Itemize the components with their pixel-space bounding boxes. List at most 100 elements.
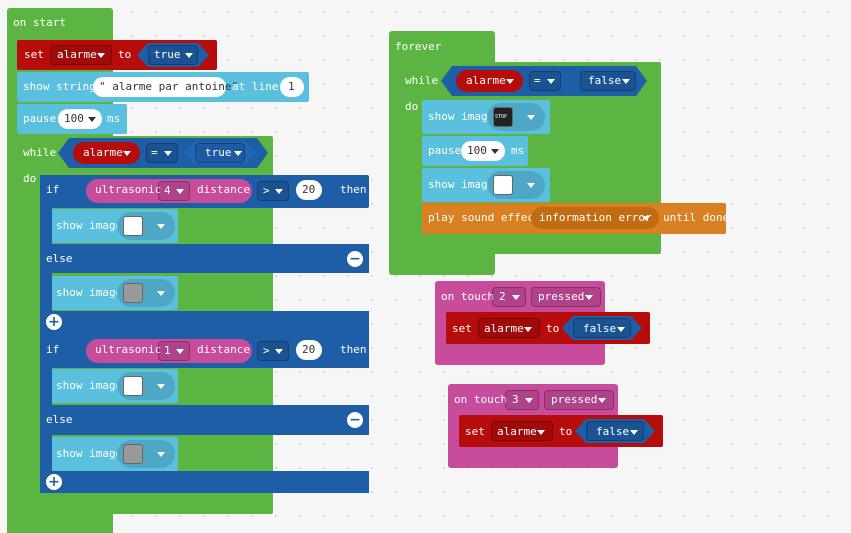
forever-var-label: alarme: [466, 74, 506, 87]
chevron-down-icon: [630, 430, 638, 435]
while-var-label: alarme: [83, 146, 123, 159]
chevron-down-icon: [506, 79, 514, 84]
forever-pause-label: pause: [428, 144, 462, 157]
touch3-var-label: alarme: [497, 425, 537, 438]
forever-pause-field[interactable]: [461, 141, 505, 161]
pause-unit: ms: [107, 112, 121, 125]
at-line-label: at line: [232, 80, 279, 93]
chevron-down-icon: [157, 291, 165, 296]
image-picker-2[interactable]: [117, 279, 175, 307]
threshold-field-2[interactable]: [296, 340, 322, 360]
forever-do-label: do: [405, 100, 419, 113]
chevron-down-icon: [525, 398, 533, 403]
while-value-block[interactable]: [184, 142, 256, 164]
forever-while-label: while: [405, 74, 439, 87]
set-var-dropdown[interactable]: [50, 45, 112, 65]
chevron-down-icon: [491, 149, 499, 154]
remove-else-icon[interactable]: −: [347, 251, 363, 267]
set-keyword: set: [24, 48, 44, 61]
chevron-down-icon: [176, 349, 184, 354]
sound-value-label: information error: [539, 211, 652, 224]
bool-true-label: true: [154, 48, 181, 61]
touch2-pin-label: 2: [499, 290, 506, 303]
if-1-footer: [40, 311, 369, 335]
string-value-field[interactable]: [93, 77, 226, 97]
then-label-1: then: [340, 183, 367, 196]
image-picker-4[interactable]: [117, 440, 175, 468]
port-label-2: 1: [164, 344, 171, 357]
distance-label-2: distance: [197, 343, 250, 356]
touch3-var-dropdown[interactable]: [491, 421, 553, 441]
image-picker-1[interactable]: [117, 212, 175, 240]
else-bar-2: [40, 405, 369, 435]
if-label-1: if: [46, 183, 60, 196]
pause-label: pause: [23, 112, 57, 125]
chevron-down-icon: [527, 115, 535, 120]
threshold-field-1[interactable]: [296, 180, 322, 200]
bool-true-dropdown[interactable]: [148, 45, 198, 65]
on-touch-3-label: on touch: [454, 393, 507, 406]
stop-sign-outline-icon: [493, 175, 513, 195]
touch2-pin-dropdown[interactable]: [492, 287, 526, 307]
stop-image-picker-2[interactable]: [487, 171, 545, 199]
distance-label-1: distance: [197, 183, 250, 196]
port-dropdown-2[interactable]: [158, 341, 190, 361]
chevron-down-icon: [547, 79, 555, 84]
touch3-false-dropdown[interactable]: [586, 421, 644, 441]
touch2-event-label: pressed: [538, 290, 585, 303]
image-picker-3[interactable]: [117, 372, 175, 400]
chevron-down-icon: [176, 189, 184, 194]
then-label-2: then: [340, 343, 367, 356]
touch3-pin-label: 3: [512, 393, 519, 406]
op-label-1: >: [263, 184, 270, 197]
until-done-label: until done: [663, 211, 730, 224]
touch2-false-dropdown[interactable]: [573, 318, 631, 338]
touch2-var-dropdown[interactable]: [478, 318, 540, 338]
add-else-icon[interactable]: +: [46, 474, 62, 490]
touch2-set-kw: set: [452, 322, 472, 335]
forever-op-dropdown[interactable]: [529, 71, 561, 91]
stop-sign-text: STOP: [495, 114, 508, 120]
touch2-event-dropdown[interactable]: [531, 287, 601, 307]
forever-show-image-label-2: show image: [428, 178, 495, 191]
pattern-image-icon: [123, 444, 143, 464]
chevron-down-icon: [537, 430, 545, 435]
touch3-event-dropdown[interactable]: [544, 390, 614, 410]
forever-op-label: =: [534, 74, 541, 87]
touch3-false-label: false: [596, 425, 630, 438]
chevron-down-icon: [164, 151, 172, 156]
if-label-2: if: [46, 343, 60, 356]
chevron-down-icon: [512, 295, 520, 300]
line-value-field[interactable]: [280, 77, 304, 97]
chevron-down-icon: [157, 384, 165, 389]
remove-else-icon[interactable]: −: [347, 412, 363, 428]
stop-image-picker-1[interactable]: STOP: [487, 103, 545, 131]
chevron-down-icon: [88, 117, 96, 122]
while-op-dropdown[interactable]: [146, 143, 178, 163]
chevron-down-icon: [97, 53, 105, 58]
pause-value-field[interactable]: [58, 109, 102, 129]
if-2-footer: [40, 471, 369, 493]
op-dropdown-1[interactable]: [257, 181, 289, 201]
else-label-2: else: [46, 413, 73, 426]
sound-dropdown[interactable]: [531, 207, 659, 229]
chevron-down-icon: [234, 151, 242, 156]
while-value-dropdown[interactable]: [195, 143, 245, 163]
ultrasonic-block-2[interactable]: [86, 339, 252, 363]
chevron-down-icon: [598, 398, 606, 403]
threshold-text-1: 20: [302, 183, 316, 196]
touch3-pin-dropdown[interactable]: [505, 390, 539, 410]
op-dropdown-2[interactable]: [257, 341, 289, 361]
port-dropdown-1[interactable]: [158, 181, 190, 201]
chevron-down-icon: [527, 183, 535, 188]
chevron-down-icon: [157, 224, 165, 229]
add-else-icon[interactable]: +: [46, 314, 62, 330]
chevron-down-icon: [642, 216, 650, 221]
ultrasonic-block-1[interactable]: [86, 179, 252, 203]
touch2-to-kw: to: [546, 322, 560, 335]
while-var-block[interactable]: [73, 142, 140, 164]
forever-var-block[interactable]: [456, 70, 523, 92]
do-label: do: [23, 172, 37, 185]
ultrasonic-label-2: ultrasonic: [95, 343, 162, 356]
forever-value-dropdown[interactable]: [580, 71, 636, 91]
